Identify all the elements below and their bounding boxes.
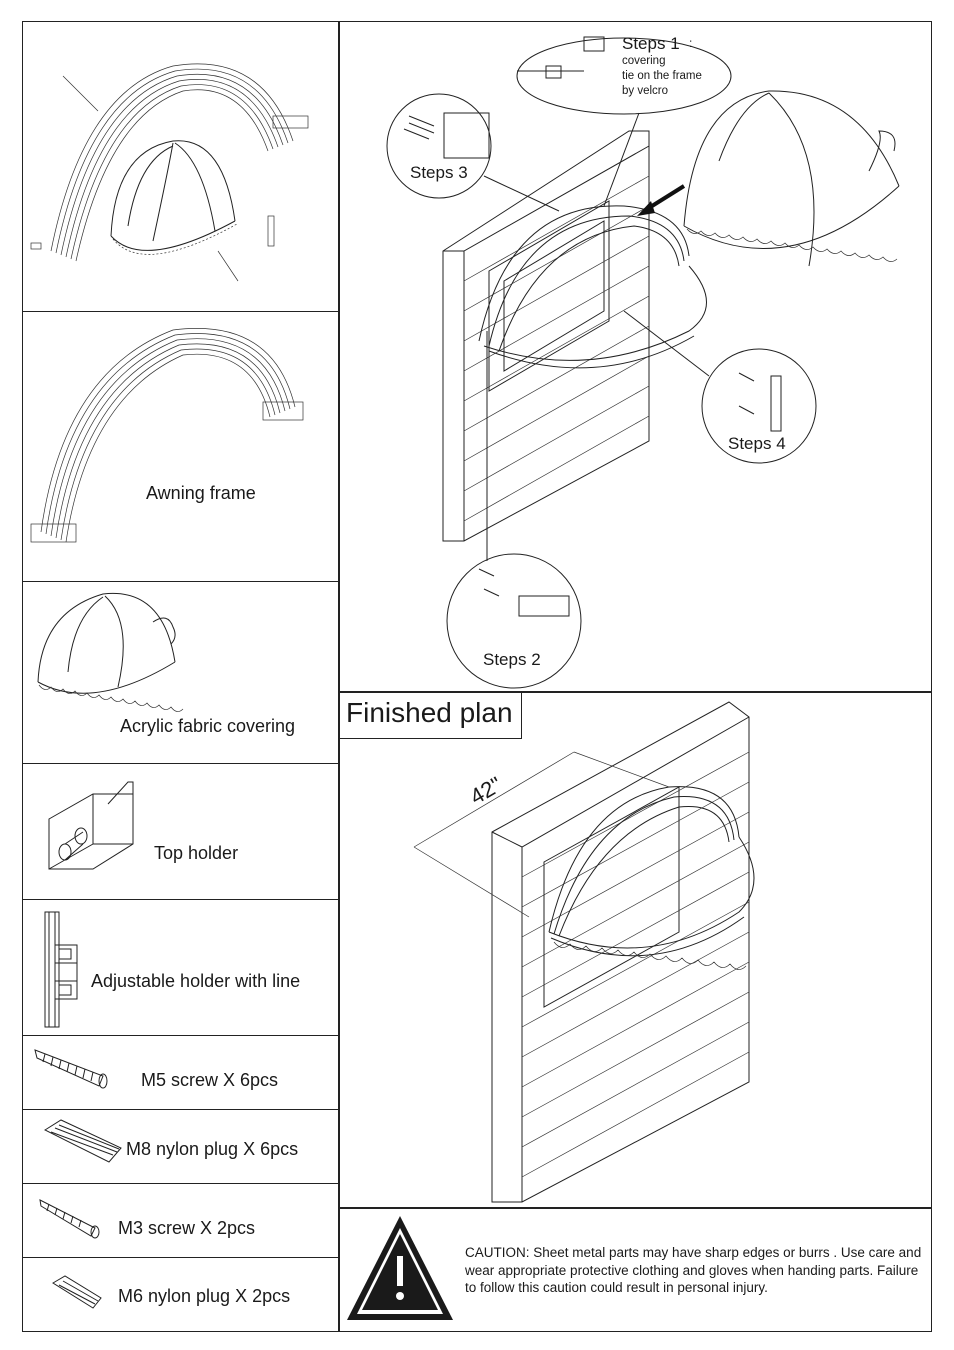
warning-triangle-icon [347, 1216, 453, 1320]
step1-desc-line: covering [622, 55, 666, 67]
finished-plan-title-box [339, 692, 522, 739]
m6-plug-cell: M6 nylon plug X 2pcs [23, 1258, 339, 1332]
caution-divider [338, 1207, 932, 1209]
m8-plug-illustration [43, 1119, 122, 1163]
awning-frame-label: Awning frame [146, 483, 256, 503]
assembly-divider [338, 691, 932, 693]
m8-plug-cell: M8 nylon plug X 6pcs [23, 1110, 339, 1184]
adjustable-holder-cell: Adjustable holder with line [23, 900, 339, 1036]
m3-screw-illustration [39, 1199, 100, 1239]
step1-colon: : [689, 36, 693, 50]
m5-screw-illustration [34, 1049, 108, 1089]
finished-plan-illustration [413, 701, 755, 1203]
m5-screw-label: M5 screw X 6pcs [141, 1070, 279, 1090]
adjustable-holder-illustration [44, 911, 78, 1028]
awning-frame-cell: Awning frame [23, 312, 339, 582]
column-divider [338, 21, 340, 1332]
m3-screw-label: M3 screw X 2pcs [118, 1218, 256, 1238]
exploded-view-illustration [30, 63, 309, 282]
step1-title: Steps 1 [622, 34, 680, 53]
m6-plug-label: M6 nylon plug X 2pcs [118, 1286, 291, 1306]
step1-desc-line: by velcro [622, 85, 669, 97]
step1-description: covering tie on the frame by velcro [622, 54, 702, 99]
exploded-view-cell [23, 21, 339, 312]
m6-plug-illustration [52, 1275, 102, 1309]
page-frame [22, 21, 932, 1332]
caution-text: CAUTION: Sheet metal parts may have shar… [465, 1245, 922, 1295]
step1-desc-line: tie on the frame [622, 70, 702, 82]
fabric-cell: Acrylic fabric covering [23, 582, 339, 764]
fabric-label: Acrylic fabric covering [120, 716, 296, 736]
top-holder-label: Top holder [154, 843, 239, 863]
top-holder-cell: Top holder [23, 764, 339, 900]
m8-plug-label: M8 nylon plug X 6pcs [126, 1139, 299, 1159]
m3-screw-cell: M3 screw X 2pcs [23, 1184, 339, 1258]
fabric-illustration [37, 592, 184, 712]
adjustable-holder-label: Adjustable holder with line [91, 971, 301, 991]
m5-screw-cell: M5 screw X 6pcs [23, 1036, 339, 1110]
step4-label: Steps 4 [728, 434, 786, 453]
finished-plan-title: Finished plan [346, 697, 513, 728]
top-holder-illustration [48, 781, 134, 870]
step2-label: Steps 2 [483, 650, 541, 669]
step3-label: Steps 3 [410, 163, 468, 182]
assembly-illustration [386, 36, 900, 689]
awning-frame-illustration [30, 328, 304, 543]
